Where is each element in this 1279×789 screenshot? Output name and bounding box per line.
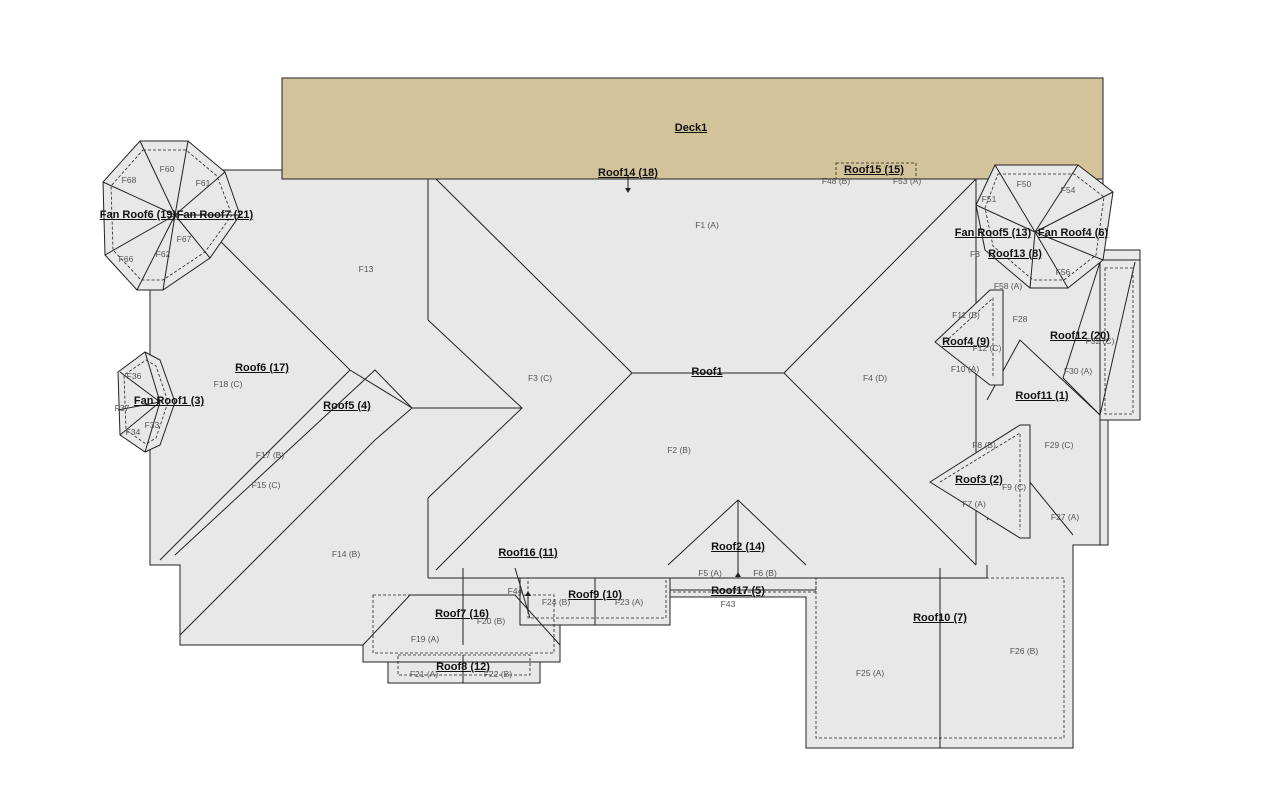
fan-roof1-label[interactable]: Fan Roof1 (3) (133, 395, 205, 407)
face-label: F24 (B) (541, 597, 571, 607)
face-label: F11 (B) (952, 310, 980, 320)
deck1-label[interactable]: Deck1 (674, 122, 708, 134)
fan-roof4-label[interactable]: Fan Roof4 (6) (1037, 227, 1109, 239)
face-label: F15 (C) (251, 480, 281, 490)
face-label: F20 (B) (476, 616, 506, 626)
face-label: F60 (159, 164, 175, 174)
roof16-label[interactable]: Roof16 (11) (498, 547, 558, 559)
face-label: F54 (1060, 185, 1076, 195)
roof17-label[interactable]: Roof17 (5) (711, 585, 765, 597)
face-label: F3 (970, 249, 980, 259)
fan-roof1[interactable] (117, 351, 176, 453)
face-label: F17 (B) (255, 450, 285, 460)
face-label: F30 (A) (1063, 366, 1093, 376)
face-label: F68 (121, 175, 137, 185)
roof13-label[interactable]: Roof13 (8) (988, 248, 1042, 260)
face-label: F28 (1012, 314, 1028, 324)
roof12-label[interactable]: Roof12 (20) (1050, 330, 1110, 342)
roof15-label[interactable]: Roof15 (15) (844, 164, 904, 176)
face-label: F1 (A) (695, 220, 719, 230)
face-label: F44 (507, 586, 523, 596)
face-label: F58 (A) (993, 281, 1023, 291)
face-label: F22 (B) (483, 669, 513, 679)
roof7-label[interactable]: Roof7 (16) (435, 608, 489, 620)
face-label: F2 (B) (667, 445, 691, 455)
face-label: F8 (B) (972, 440, 996, 450)
deck1[interactable] (281, 77, 1104, 180)
face-label: F23 (A) (614, 597, 644, 607)
face-label: F4 (D) (862, 373, 888, 383)
roof4-label[interactable]: Roof4 (9) (942, 336, 990, 348)
roof2-label[interactable]: Roof2 (14) (711, 541, 765, 553)
face-label: F32 (C) (1085, 336, 1115, 346)
face-label: F6 (B) (753, 568, 777, 578)
face-label: F62 (155, 249, 171, 259)
face-label: F21 (A) (409, 669, 439, 679)
face-label: F10 (A) (950, 364, 980, 374)
fan-roof5-label[interactable]: Fan Roof5 (13) (954, 227, 1032, 239)
roof10-label[interactable]: Roof10 (7) (913, 612, 967, 624)
face-label: F19 (A) (410, 634, 440, 644)
face-label: F9 (C) (1001, 482, 1027, 492)
face-label: F66 (118, 254, 134, 264)
face-label: F29 (C) (1044, 440, 1074, 450)
face-label: F50 (1016, 179, 1032, 189)
face-label: F26 (B) (1009, 646, 1039, 656)
roof3-label[interactable]: Roof3 (2) (955, 474, 1003, 486)
face-label: F7 (A) (962, 499, 986, 509)
roof14-label[interactable]: Roof14 (18) (598, 167, 658, 179)
face-label: F36 (126, 371, 142, 381)
face-label: F3 (C) (527, 373, 553, 383)
face-label: F25 (A) (855, 668, 885, 678)
roof6-label[interactable]: Roof6 (17) (235, 362, 289, 374)
face-label: F53 (A) (892, 176, 922, 186)
roof9-label[interactable]: Roof9 (10) (568, 589, 622, 601)
face-label: F34 (125, 427, 141, 437)
face-label: F61 (195, 178, 211, 188)
face-label: F56 (1055, 267, 1071, 277)
roof11-label[interactable]: Roof11 (1) (1015, 390, 1069, 402)
face-label: F37 (114, 403, 130, 413)
face-label: F43 (720, 599, 736, 609)
roof5-label[interactable]: Roof5 (4) (323, 400, 371, 412)
roof1-label[interactable]: Roof1 (691, 366, 723, 378)
fan-roof6-label[interactable]: Fan Roof6 (19) (99, 209, 177, 221)
face-label: F13 (358, 264, 374, 274)
face-label: F48 (B) (821, 176, 851, 186)
face-label: F12 (C) (972, 343, 1002, 353)
face-label: F27 (A) (1050, 512, 1080, 522)
roof8-label[interactable]: Roof8 (12) (436, 661, 490, 673)
face-label: F5 (A) (698, 568, 722, 578)
fan-roof7-label[interactable]: Fan Roof7 (21) (176, 209, 254, 221)
face-label: F18 (C) (213, 379, 243, 389)
face-label: F67 (176, 234, 192, 244)
face-label: F33 (144, 420, 160, 430)
face-label: F14 (B) (331, 549, 361, 559)
face-label: F51 (981, 194, 997, 204)
